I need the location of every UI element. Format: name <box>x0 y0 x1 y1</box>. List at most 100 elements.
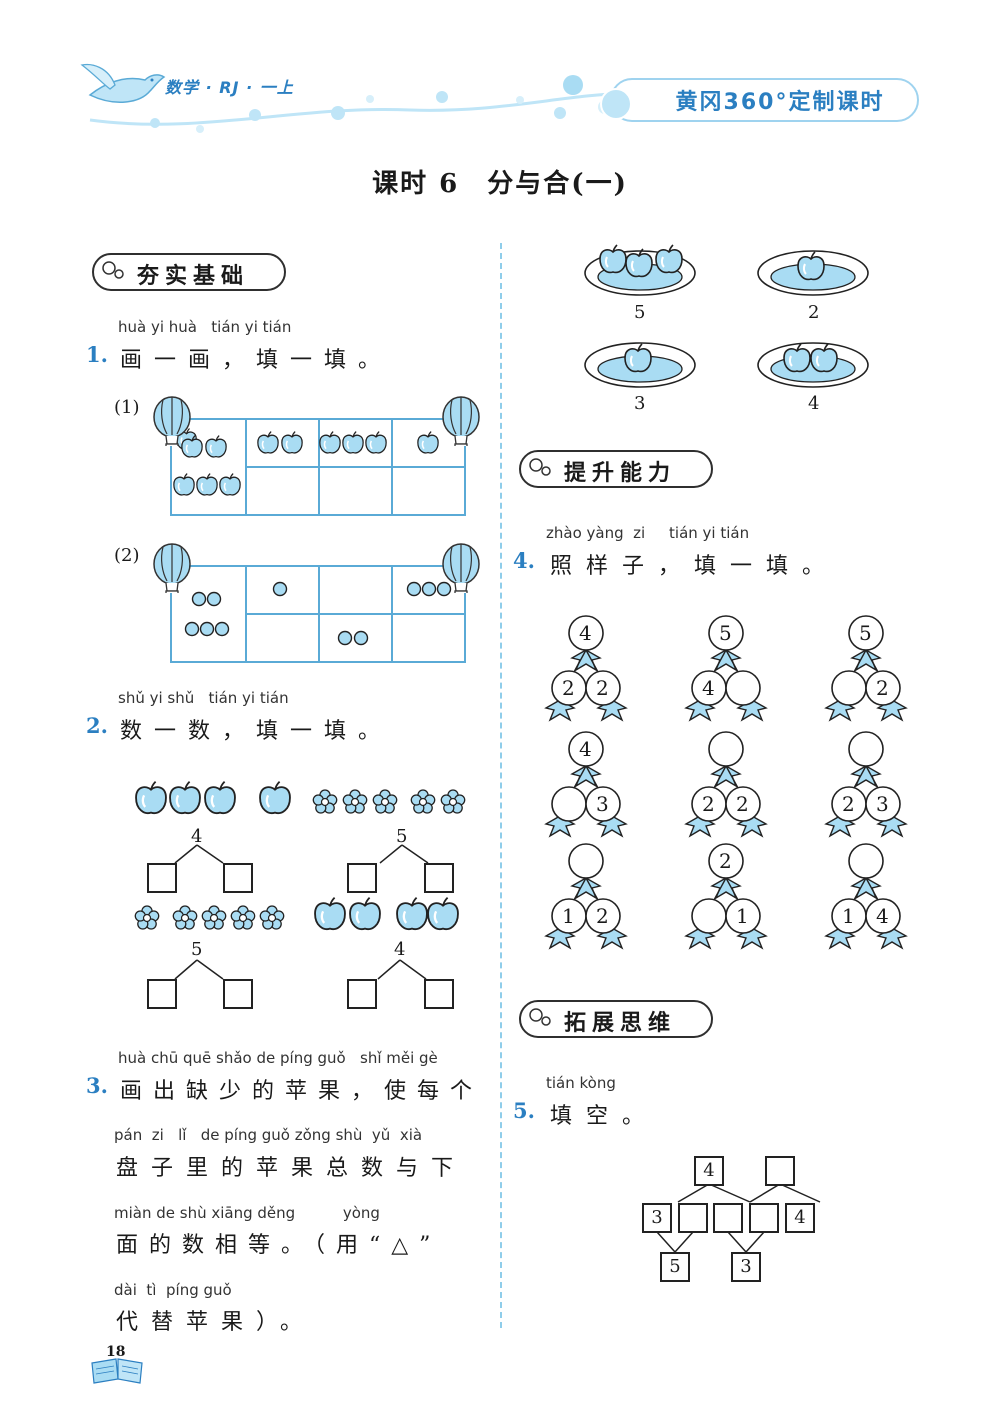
tree-left-number[interactable]: 1 <box>562 904 575 928</box>
network-box[interactable]: 4 <box>785 1203 815 1233</box>
q2-total-2: 5 <box>396 826 408 847</box>
tree-right-number[interactable]: 4 <box>876 904 889 928</box>
q5-pinyin: tián kòng <box>546 1074 616 1092</box>
section-banner-basic <box>92 253 286 291</box>
q2-total-1: 4 <box>191 826 203 847</box>
network-box[interactable] <box>713 1203 743 1233</box>
plate-number: 3 <box>634 393 646 414</box>
answer-box[interactable] <box>223 863 253 893</box>
balloon-icon <box>442 543 480 593</box>
q3-text-1: 画出缺少的苹果，使每个 <box>120 1079 484 1104</box>
q1-grid-1 <box>170 418 466 516</box>
column-divider <box>500 243 502 1328</box>
q1-grid-2 <box>170 565 466 663</box>
tree-right-number[interactable]: 2 <box>736 792 749 816</box>
tree-right-number[interactable]: 2 <box>596 676 609 700</box>
network-box[interactable]: 3 <box>642 1203 672 1233</box>
network-box[interactable] <box>749 1203 779 1233</box>
tree-right-number[interactable]: 3 <box>596 792 609 816</box>
q3-pinyin-1: huà chū quē shǎo de píng guǒ shǐ měi gè <box>118 1049 438 1067</box>
network-box[interactable] <box>678 1203 708 1233</box>
q3-text-4: 代替苹果）。 <box>116 1310 316 1335</box>
q4-text: 照样子，填一填。 <box>550 554 839 579</box>
q1-grid1-content <box>173 430 439 496</box>
banner-bubble-icon <box>529 458 551 476</box>
balloon-icon <box>153 543 191 593</box>
section-title-improve: 提升能力 <box>564 461 677 486</box>
q5-text: 填空。 <box>550 1104 659 1129</box>
q1-part2-label: (2) <box>114 545 140 566</box>
answer-box[interactable] <box>223 979 253 1009</box>
q3-text-3: 面的数相等。（用“△” <box>116 1233 442 1258</box>
network-box[interactable]: 5 <box>660 1252 690 1282</box>
answer-box[interactable] <box>147 979 177 1009</box>
plate-number: 2 <box>808 302 820 323</box>
q5-number-network <box>656 1183 821 1253</box>
brand-bubble-icon <box>600 88 632 120</box>
plate-number: 5 <box>634 302 646 323</box>
q2-text: 数一数，填一填。 <box>120 719 393 744</box>
tree-right-number[interactable]: 1 <box>736 904 749 928</box>
q1-part1-label: (1) <box>114 397 140 418</box>
tree-left-number[interactable]: 4 <box>702 676 715 700</box>
lesson-name: 分与合(一) <box>487 169 628 199</box>
q4-pinyin: zhào yàng zi tián yi tián <box>546 524 750 542</box>
q3-pinyin-3: miàn de shù xiāng děng yòng <box>114 1204 380 1222</box>
q2-pinyin: shǔ yi shǔ tián yi tián <box>118 689 289 707</box>
balloon-icon <box>153 396 191 446</box>
page-number: 18 <box>106 1344 126 1360</box>
tree-top-number[interactable]: 2 <box>719 849 732 873</box>
tree-top-number[interactable]: 5 <box>859 621 872 645</box>
tree-right-number[interactable]: 2 <box>876 676 889 700</box>
bird-icon <box>80 63 166 103</box>
answer-box[interactable] <box>424 979 454 1009</box>
q3-plates <box>584 244 869 388</box>
plate-number: 4 <box>808 393 820 414</box>
tree-top-number[interactable]: 5 <box>719 621 732 645</box>
answer-box[interactable] <box>347 863 377 893</box>
plate <box>584 342 696 388</box>
tree-top-number[interactable]: 4 <box>579 621 592 645</box>
q1-number: 1. <box>86 342 108 367</box>
network-box[interactable]: 4 <box>694 1156 724 1186</box>
tree-left-number[interactable]: 1 <box>842 904 855 928</box>
book-icon <box>91 1358 143 1384</box>
answer-box[interactable] <box>347 979 377 1009</box>
answer-box[interactable] <box>147 863 177 893</box>
network-box[interactable] <box>765 1156 795 1186</box>
balloon-icon <box>442 396 480 446</box>
tree-right-number[interactable]: 3 <box>876 792 889 816</box>
brand-title: 黄冈360°定制课时 <box>675 90 885 115</box>
section-banner-extend <box>519 1000 713 1038</box>
answer-box[interactable] <box>424 863 454 893</box>
subject-label: 数学 · RJ · 一上 <box>165 78 294 97</box>
section-banner-improve <box>519 450 713 488</box>
banner-bubble-icon <box>102 261 124 279</box>
q1-text: 画一画，填一填。 <box>120 348 393 373</box>
q4-number: 4. <box>513 548 535 573</box>
tree-left-number[interactable]: 2 <box>562 676 575 700</box>
plate <box>757 250 869 296</box>
q1-pinyin: huà yi huà tián yi tián <box>118 318 292 336</box>
q2-total-3: 5 <box>191 939 203 960</box>
tree-left-number[interactable]: 2 <box>842 792 855 816</box>
plate <box>757 342 869 388</box>
banner-bubble-icon <box>529 1008 551 1026</box>
header-decoration <box>80 63 631 133</box>
q3-pinyin-4: dài tì píng guǒ <box>114 1281 232 1299</box>
network-box[interactable]: 3 <box>731 1252 761 1282</box>
q2-number: 2. <box>86 713 108 738</box>
tree-right-number[interactable]: 2 <box>596 904 609 928</box>
tree-left-number[interactable]: 2 <box>702 792 715 816</box>
network-value: 5 <box>669 1256 681 1277</box>
network-value: 4 <box>703 1160 715 1181</box>
section-title-extend: 拓展思维 <box>564 1011 677 1036</box>
brand-pill <box>610 78 919 122</box>
network-value: 3 <box>651 1207 663 1228</box>
q3-number: 3. <box>86 1073 108 1098</box>
network-value: 4 <box>794 1207 806 1228</box>
tree-top-number[interactable]: 4 <box>579 737 592 761</box>
q4-trees <box>540 610 920 950</box>
q3-text-2: 盘子里的苹果总数与下 <box>116 1156 467 1181</box>
